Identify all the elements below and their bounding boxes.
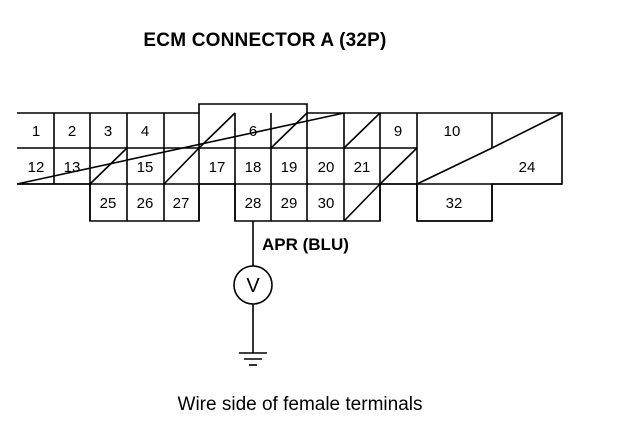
terminal-28: 28	[245, 195, 262, 212]
terminal-32: 32	[446, 195, 463, 212]
terminal-6: 6	[249, 123, 257, 140]
terminal-3: 3	[104, 123, 112, 140]
cavity-31-slash	[343, 183, 381, 222]
diagram-title: ECM CONNECTOR A (32P)	[143, 30, 387, 51]
cavity-23-slash	[416, 147, 493, 185]
cavity-5-slash	[198, 112, 236, 149]
cavity-16-slash	[163, 147, 200, 185]
terminal-24: 24	[519, 159, 536, 176]
terminal-27: 27	[173, 195, 190, 212]
terminal-30: 30	[318, 195, 335, 212]
terminal-29: 29	[281, 195, 298, 212]
terminal-4: 4	[141, 123, 149, 140]
cavity-7-slash	[270, 112, 308, 149]
terminal-15: 15	[137, 159, 154, 176]
cavity-14-slash	[89, 147, 128, 185]
terminal-26: 26	[137, 195, 154, 212]
diagram-caption: Wire side of female terminals	[177, 394, 423, 415]
terminal-20: 20	[318, 159, 335, 176]
terminal-13: 13	[64, 159, 81, 176]
cavity-22-slash	[379, 147, 418, 185]
terminal-12: 12	[28, 159, 45, 176]
terminal-2: 2	[68, 123, 76, 140]
terminal-1: 1	[32, 123, 40, 140]
wire-label: APR (BLU)	[262, 235, 349, 254]
voltmeter-symbol: V	[246, 275, 260, 297]
cavity-8-slash	[343, 112, 381, 149]
terminal-25: 25	[100, 195, 117, 212]
cavity-11-slash	[491, 112, 563, 149]
terminal-10: 10	[444, 123, 461, 140]
terminal-18: 18	[245, 159, 262, 176]
terminal-19: 19	[281, 159, 298, 176]
terminal-9: 9	[394, 123, 402, 140]
terminal-17: 17	[209, 159, 226, 176]
terminal-21: 21	[354, 159, 371, 176]
